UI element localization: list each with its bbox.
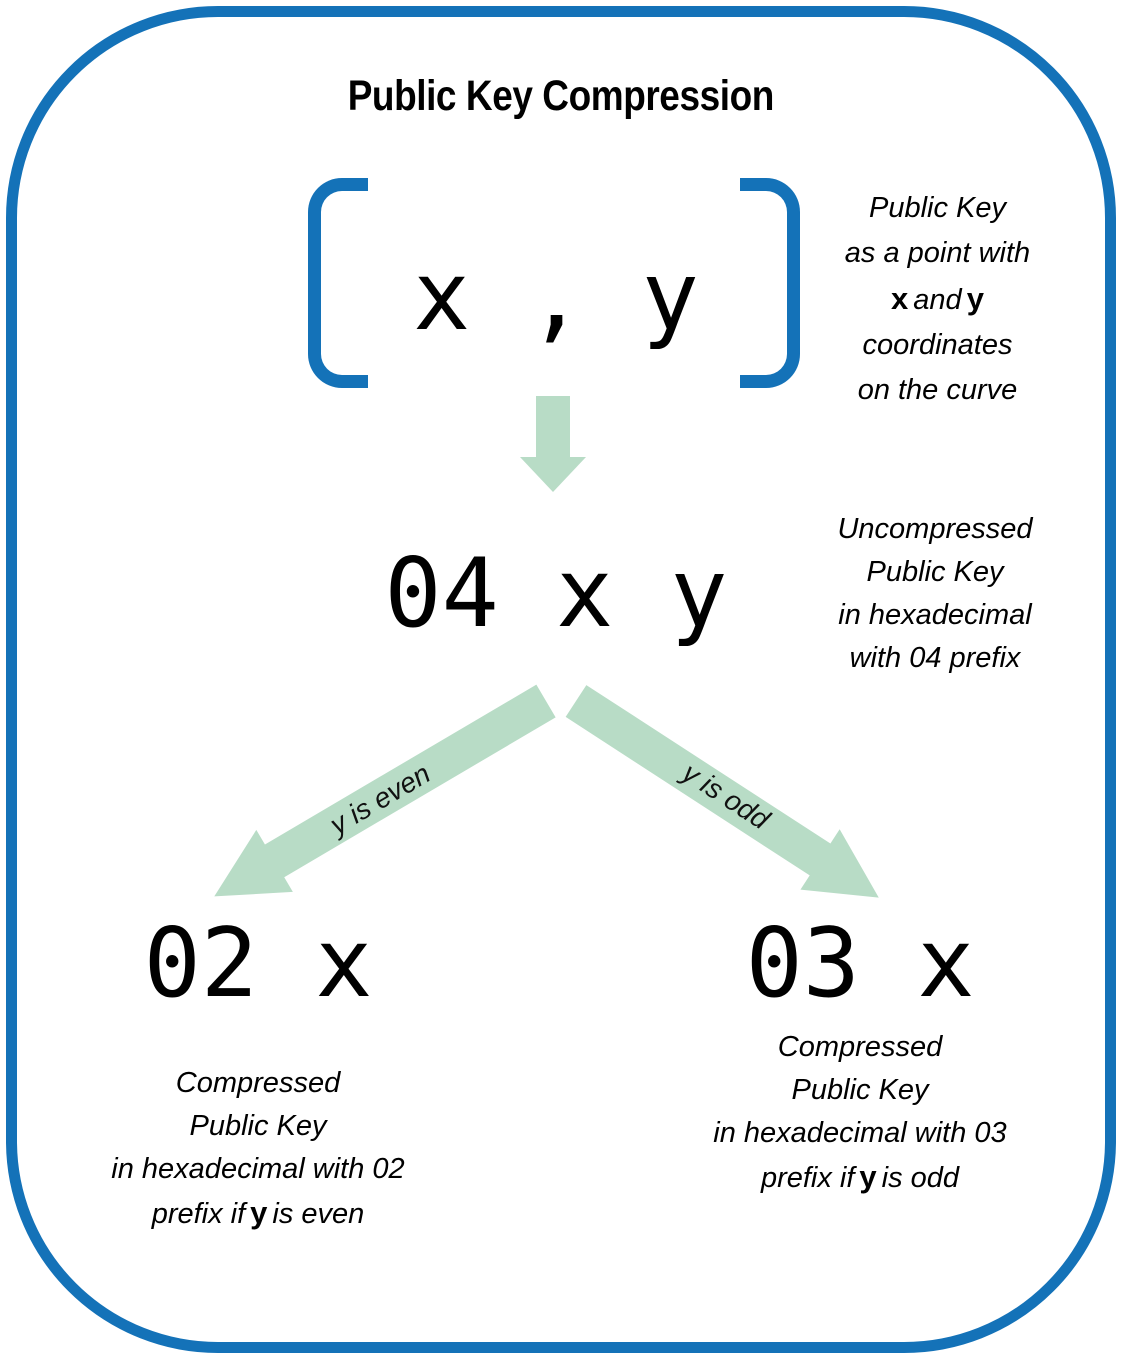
compressed-even-key-code: 02 x [143, 909, 373, 1019]
uncompressed-key-code: 04 x y [384, 539, 728, 649]
annotation-line: coordinates [862, 329, 1013, 361]
annotation-line: Compressed [777, 1031, 943, 1063]
annotation-line: Public Key [791, 1074, 929, 1106]
annotation-line: Public Key [868, 192, 1006, 224]
diagram-title: Public Key Compression [0, 72, 1122, 121]
diagram-frame [6, 6, 1116, 1353]
annotation-line: Uncompressed [837, 513, 1033, 545]
annotation-line: in hexadecimal [838, 599, 1032, 631]
annotation-line: Public Key [866, 556, 1004, 588]
branch-arrow-right-icon [565, 685, 879, 898]
down-arrow-icon [520, 396, 586, 492]
annotation-line: with 04 prefix [849, 642, 1021, 674]
compressed-even-annotation: Compressed Public Key in hexadecimal wit… [98, 1062, 418, 1236]
point-coordinates-code: x , y [413, 242, 699, 352]
annotation-line: Public Key [189, 1110, 327, 1142]
y-coordinate-symbol: y [250, 1195, 268, 1230]
annotation-line: on the curve [857, 374, 1018, 406]
annotation-line: Compressed [175, 1067, 341, 1099]
branch-label-left: y is even [323, 758, 436, 842]
y-coordinate-symbol: y [859, 1159, 877, 1194]
annotation-line: in hexadecimal with 03 [713, 1117, 1007, 1149]
annotation-line: as a point with [844, 237, 1031, 269]
y-coordinate-symbol: y [966, 281, 984, 316]
branch-arrow-left-icon [214, 684, 556, 897]
compressed-odd-key-code: 03 x [745, 909, 975, 1019]
uncompressed-annotation: Uncompressed Public Key in hexadecimal w… [785, 508, 1085, 680]
diagram-title-text: Public Key Compression [347, 72, 775, 120]
annotation-line: in hexadecimal with 02 [111, 1153, 405, 1185]
x-coordinate-symbol: x [891, 281, 909, 316]
compressed-odd-annotation: Compressed Public Key in hexadecimal wit… [700, 1026, 1020, 1200]
left-bracket-icon [308, 178, 368, 388]
